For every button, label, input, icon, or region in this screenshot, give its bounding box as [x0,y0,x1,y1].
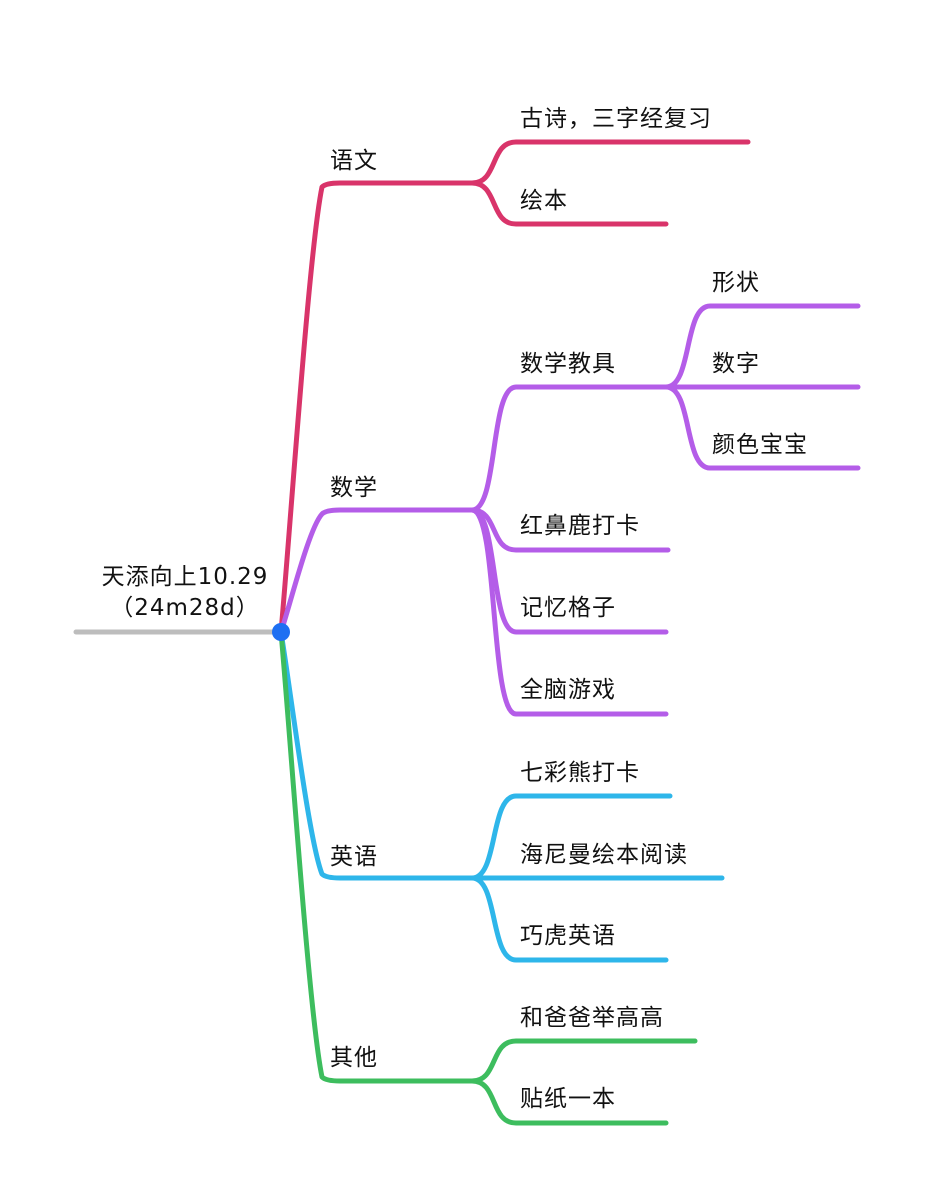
grandchild-line-jiaoju-0 [663,303,861,390]
grandchild-line-jiaoju-2 [663,384,861,471]
node-label-jugaogao: 和爸爸举高高 [520,1005,664,1031]
node-label-qicaixiong: 七彩熊打卡 [520,760,640,786]
node-label-gushi: 古诗，三字经复习 [520,106,712,132]
node-label-yanse-baobao: 颜色宝宝 [712,432,808,458]
child-line-shuxue-0 [469,384,669,513]
node-label-jiyi-gezi: 记忆格子 [520,595,616,621]
child-line-yingyu-2 [469,875,669,963]
node-label-qiaohu: 巧虎英语 [520,923,616,949]
child-line-qita-0 [469,1038,698,1084]
node-label-shuzi: 数字 [712,351,760,377]
child-line-shuxue-3 [469,507,669,717]
root-dot [272,623,290,641]
branch-label-qita: 其他 [330,1045,378,1071]
branch-line-yuwen [278,180,475,635]
root-title: 天添向上10.29 [101,564,269,590]
branch-label-shuxue: 数学 [330,475,378,501]
node-label-huiben: 绘本 [520,188,568,214]
root-subtitle: （24m28d） [110,595,260,622]
node-label-shuxue-jiaoju: 数学教具 [520,351,616,377]
node-label-hongbilu: 红鼻鹿打卡 [520,513,640,539]
child-line-qita-1 [469,1078,669,1126]
branch-line-yingyu [278,629,475,881]
child-line-yingyu-0 [469,793,673,881]
root-node-label: 天添向上10.29 （24m28d） [90,562,280,624]
branch-label-yuwen: 语文 [330,148,378,174]
child-line-yuwen-0 [469,139,751,186]
node-label-quannao: 全脑游戏 [520,677,616,703]
node-label-xingzhuang: 形状 [712,270,760,296]
branch-line-shuxue [278,507,475,635]
branch-label-yingyu: 英语 [330,844,378,870]
node-label-hainiman: 海尼曼绘本阅读 [520,842,688,868]
branch-line-qita [278,629,475,1084]
node-label-tiezhi: 贴纸一本 [520,1086,616,1112]
child-line-yuwen-1 [469,180,669,227]
